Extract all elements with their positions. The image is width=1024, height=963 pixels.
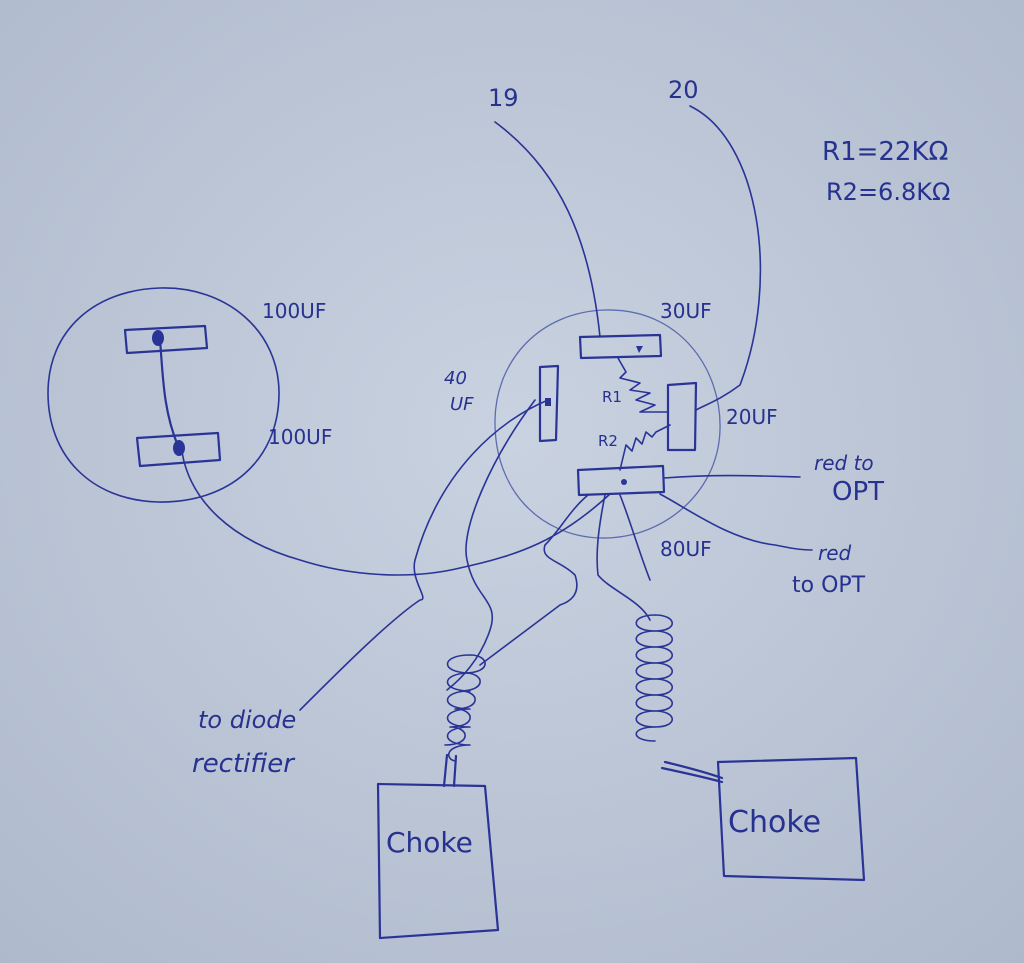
label-red-opt-1a: red to [814,451,874,475]
label-red-opt-1b: OPT [832,477,884,507]
label-choke-right: Choke [728,805,821,840]
label-100uf-bottom: 100UF [268,425,332,449]
label-r1-value: R1=22KΩ [822,137,948,167]
label-r1: R1 [602,388,622,406]
cap-terminal-bottom [135,431,222,468]
label-40uf-unit: UF [450,394,474,415]
wire-rectifier [299,399,549,711]
right-can-capacitor [494,309,721,539]
choke-right-box [716,756,866,882]
wire-80uf-extra [619,494,651,581]
label-100uf-top: 100UF [262,299,326,323]
coil-left [442,654,486,788]
terminal-40uf [538,364,560,443]
wire-red-opt-2 [659,493,813,551]
label-pin20: 20 [668,76,699,104]
cap-terminal-top [123,324,209,355]
label-rectifier-2: rectifier [192,749,296,779]
left-can-capacitor [47,287,280,503]
solder-dot-top [152,330,164,346]
wire-40uf-choke [446,399,536,691]
wire-80uf-choke-left [479,494,589,666]
label-r2-value: R2=6.8KΩ [826,178,950,206]
label-pin19: 19 [488,84,519,112]
wire-80uf-choke-right [596,494,651,621]
label-40uf-num: 40 [444,368,467,389]
wire-red-opt-1 [663,474,801,479]
label-choke-left: Choke [386,826,473,859]
solder-dot-bottom [173,440,185,456]
solder-dot-30uf [636,346,643,353]
wire-pin19 [494,121,601,338]
label-red-opt-2a: red [818,541,852,565]
resistor-r1 [617,357,669,413]
label-rectifier-1: to diode [198,706,296,734]
label-80uf: 80UF [660,537,712,561]
resistor-r2 [619,424,671,471]
terminal-30uf [578,333,663,360]
terminal-20uf [666,381,698,452]
label-30uf: 30UF [660,299,712,323]
label-red-opt-2b: to OPT [792,573,866,598]
label-20uf: 20UF [726,405,778,429]
wire-pin20 [689,105,762,411]
choke-left-box [376,782,500,940]
coil-right [635,614,724,784]
solder-dot-40uf [545,398,551,406]
solder-dot-80uf [621,479,627,485]
terminal-80uf [576,464,666,497]
wire-100uf [181,451,611,576]
wires [181,105,813,711]
label-r2: R2 [598,432,618,450]
